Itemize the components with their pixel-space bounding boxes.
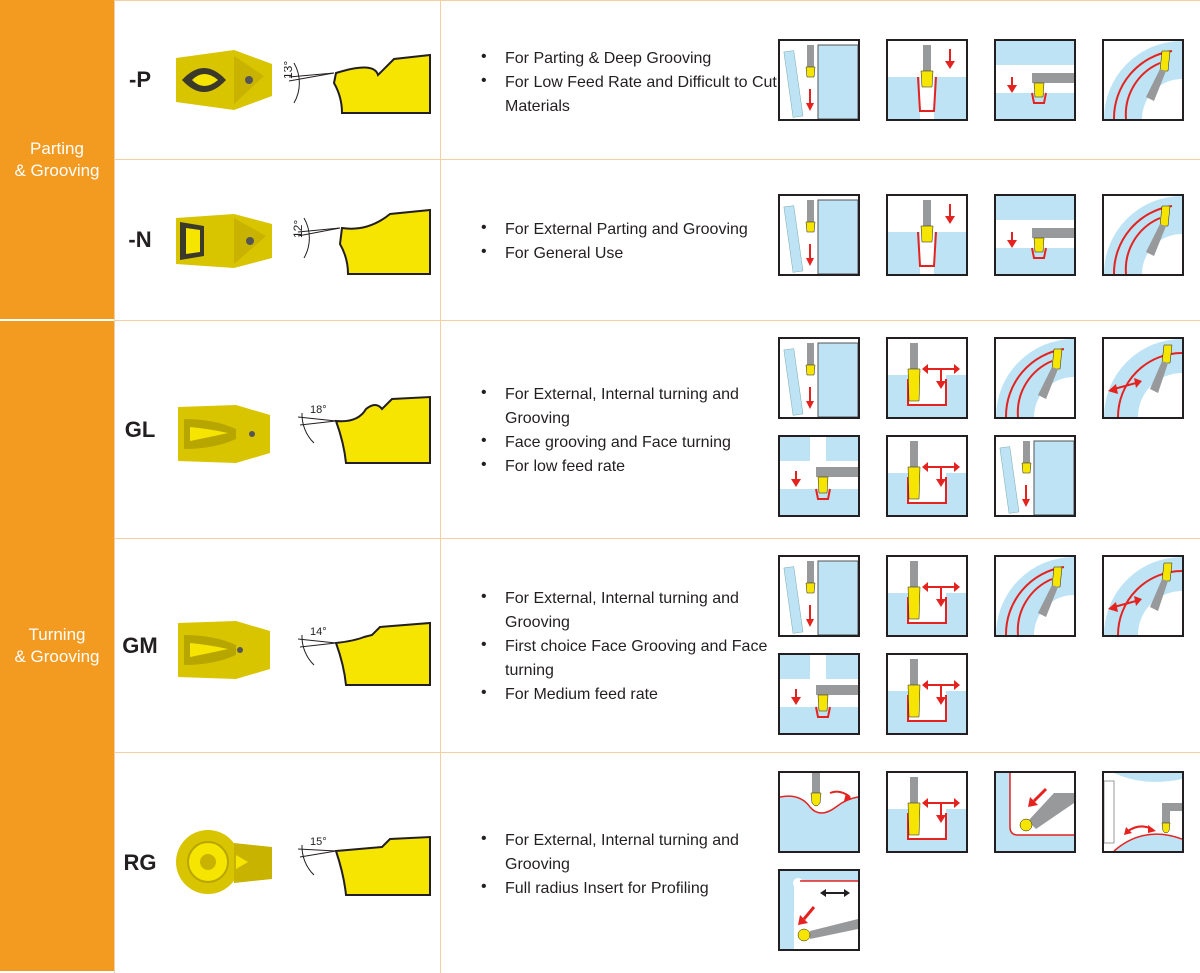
column-divider bbox=[114, 0, 115, 973]
feature-bullet: For External, Internal turning and Groov… bbox=[481, 585, 805, 635]
rake-angle-label: 18° bbox=[310, 404, 327, 416]
table-row: GL 18° For External, Internal turning an… bbox=[114, 321, 1200, 539]
profiling-icon bbox=[1102, 771, 1184, 853]
feature-bullet: For External, Internal turning and Groov… bbox=[481, 381, 805, 431]
description-cell: For External, Internal turning and Groov… bbox=[440, 539, 880, 752]
edge-profile-drawing: 12° bbox=[291, 208, 431, 275]
edge-profile-drawing: 15° bbox=[297, 835, 431, 896]
edge-profile-drawing: 14° bbox=[297, 621, 431, 686]
feature-bullet: Full radius Insert for Profiling bbox=[481, 875, 805, 901]
feature-bullet: For Medium feed rate bbox=[481, 681, 805, 707]
parting-cutoff-icon bbox=[778, 555, 860, 637]
face-turning-icon bbox=[1102, 337, 1184, 419]
insert-code: GM bbox=[122, 632, 158, 658]
rake-angle-label: 12° bbox=[291, 220, 305, 238]
edge-profile-drawing: 13° bbox=[284, 53, 431, 114]
parting-cutoff-icon bbox=[778, 337, 860, 419]
feature-bullet: Face grooving and Face turning bbox=[481, 429, 805, 455]
group-parting-grooving: Parting& Grooving bbox=[0, 0, 114, 321]
insert-photo bbox=[176, 214, 272, 268]
internal-grooving-icon bbox=[994, 39, 1076, 121]
description-cell: For External, Internal turning and Groov… bbox=[440, 753, 880, 973]
insert-code: GL bbox=[124, 416, 156, 442]
multidirectional-turning-icon bbox=[886, 653, 968, 735]
multidirectional-turning-icon bbox=[886, 337, 968, 419]
multidirectional-turning-icon bbox=[886, 555, 968, 637]
table-row: -P 13° For Parting & Deep Grooving For L… bbox=[114, 0, 1200, 160]
profiling-icon bbox=[994, 771, 1076, 853]
description-cell: For External, Internal turning and Groov… bbox=[440, 321, 880, 538]
face-turning-icon bbox=[1102, 555, 1184, 637]
group-label-line1: Turning bbox=[28, 625, 86, 644]
table-row: RG 15° For External, Internal turning an… bbox=[114, 753, 1200, 973]
parting-cutoff-icon bbox=[778, 39, 860, 121]
internal-grooving-icon bbox=[994, 194, 1076, 276]
grooving-plunge-icon bbox=[886, 194, 968, 276]
description-cell: For External Parting and Grooving For Ge… bbox=[440, 160, 880, 320]
face-grooving-icon bbox=[994, 337, 1076, 419]
feature-bullet: For low feed rate bbox=[481, 453, 805, 479]
insert-code: RG bbox=[123, 850, 157, 875]
face-grooving-icon bbox=[1102, 39, 1184, 121]
insert-photo bbox=[178, 621, 270, 679]
internal-grooving-icon bbox=[778, 653, 860, 735]
table-row: -N 12° For External Parting and Grooving… bbox=[114, 160, 1200, 321]
profiling-icon bbox=[778, 771, 860, 853]
feature-bullet: For External Parting and Grooving bbox=[481, 216, 805, 242]
feature-bullet: For External, Internal turning and Groov… bbox=[481, 827, 805, 877]
insert-photo bbox=[178, 405, 270, 463]
multidirectional-turning-icon bbox=[886, 435, 968, 517]
parting-cutoff-icon bbox=[994, 435, 1076, 517]
profiling-icon bbox=[778, 869, 860, 951]
description-cell: For Parting & Deep Grooving For Low Feed… bbox=[440, 1, 880, 159]
face-grooving-icon bbox=[994, 555, 1076, 637]
edge-profile-drawing: 18° bbox=[297, 395, 431, 464]
group-turning-grooving: Turning & Grooving bbox=[0, 321, 114, 973]
grooving-plunge-icon bbox=[886, 39, 968, 121]
feature-bullet: First choice Face Grooving and Face turn… bbox=[481, 633, 805, 683]
group-label-line2: & Grooving bbox=[14, 647, 100, 666]
group-label-line2: & Grooving bbox=[14, 160, 100, 180]
table-row: GM 14° For External, Internal turning an… bbox=[114, 539, 1200, 753]
group-label-line1: Parting bbox=[30, 138, 84, 158]
rake-angle-label: 15° bbox=[310, 836, 327, 848]
face-grooving-icon bbox=[1102, 194, 1184, 276]
feature-bullet: For Parting & Deep Grooving bbox=[481, 45, 805, 71]
insert-code: -N bbox=[128, 227, 152, 252]
rake-angle-label: 13° bbox=[284, 61, 295, 79]
insert-code: -P bbox=[129, 67, 151, 92]
insert-photo bbox=[176, 830, 272, 894]
feature-bullet: For General Use bbox=[481, 240, 805, 266]
feature-bullet: For Low Feed Rate and Difficult to Cut M… bbox=[481, 69, 805, 119]
internal-grooving-icon bbox=[778, 435, 860, 517]
rake-angle-label: 14° bbox=[310, 626, 327, 638]
parting-cutoff-icon bbox=[778, 194, 860, 276]
multidirectional-turning-icon bbox=[886, 771, 968, 853]
insert-photo bbox=[176, 50, 272, 110]
